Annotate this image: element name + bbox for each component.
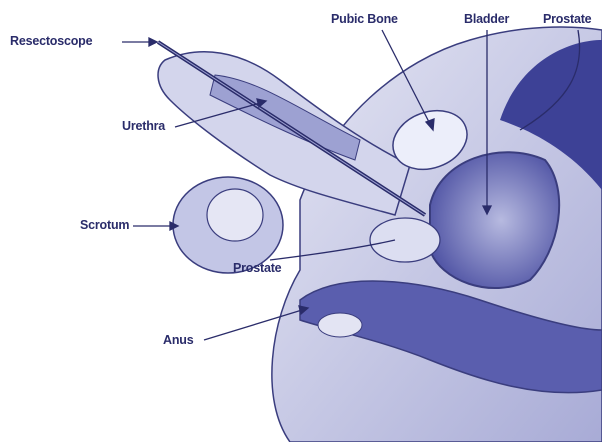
abdominal-cavity [500, 40, 602, 190]
label-prostate-top: Prostate [543, 12, 592, 26]
prostate-gland [369, 217, 441, 263]
resectoscope-highlight [157, 41, 426, 216]
label-scrotum: Scrotum [80, 218, 130, 232]
pubic-bone [392, 109, 468, 171]
testis [206, 188, 264, 242]
leader-lines [122, 29, 581, 341]
label-prostate-inner: Prostate [233, 261, 282, 275]
label-urethra: Urethra [122, 119, 166, 133]
bladder-organ [429, 151, 561, 289]
label-resectoscope: Resectoscope [10, 34, 93, 48]
rectum [299, 280, 602, 394]
label-bladder: Bladder [464, 12, 510, 26]
label-anus: Anus [163, 333, 194, 347]
label-pubic-bone: Pubic Bone [331, 12, 398, 26]
corpus-tissue [209, 74, 361, 161]
anal-canal [317, 312, 363, 338]
